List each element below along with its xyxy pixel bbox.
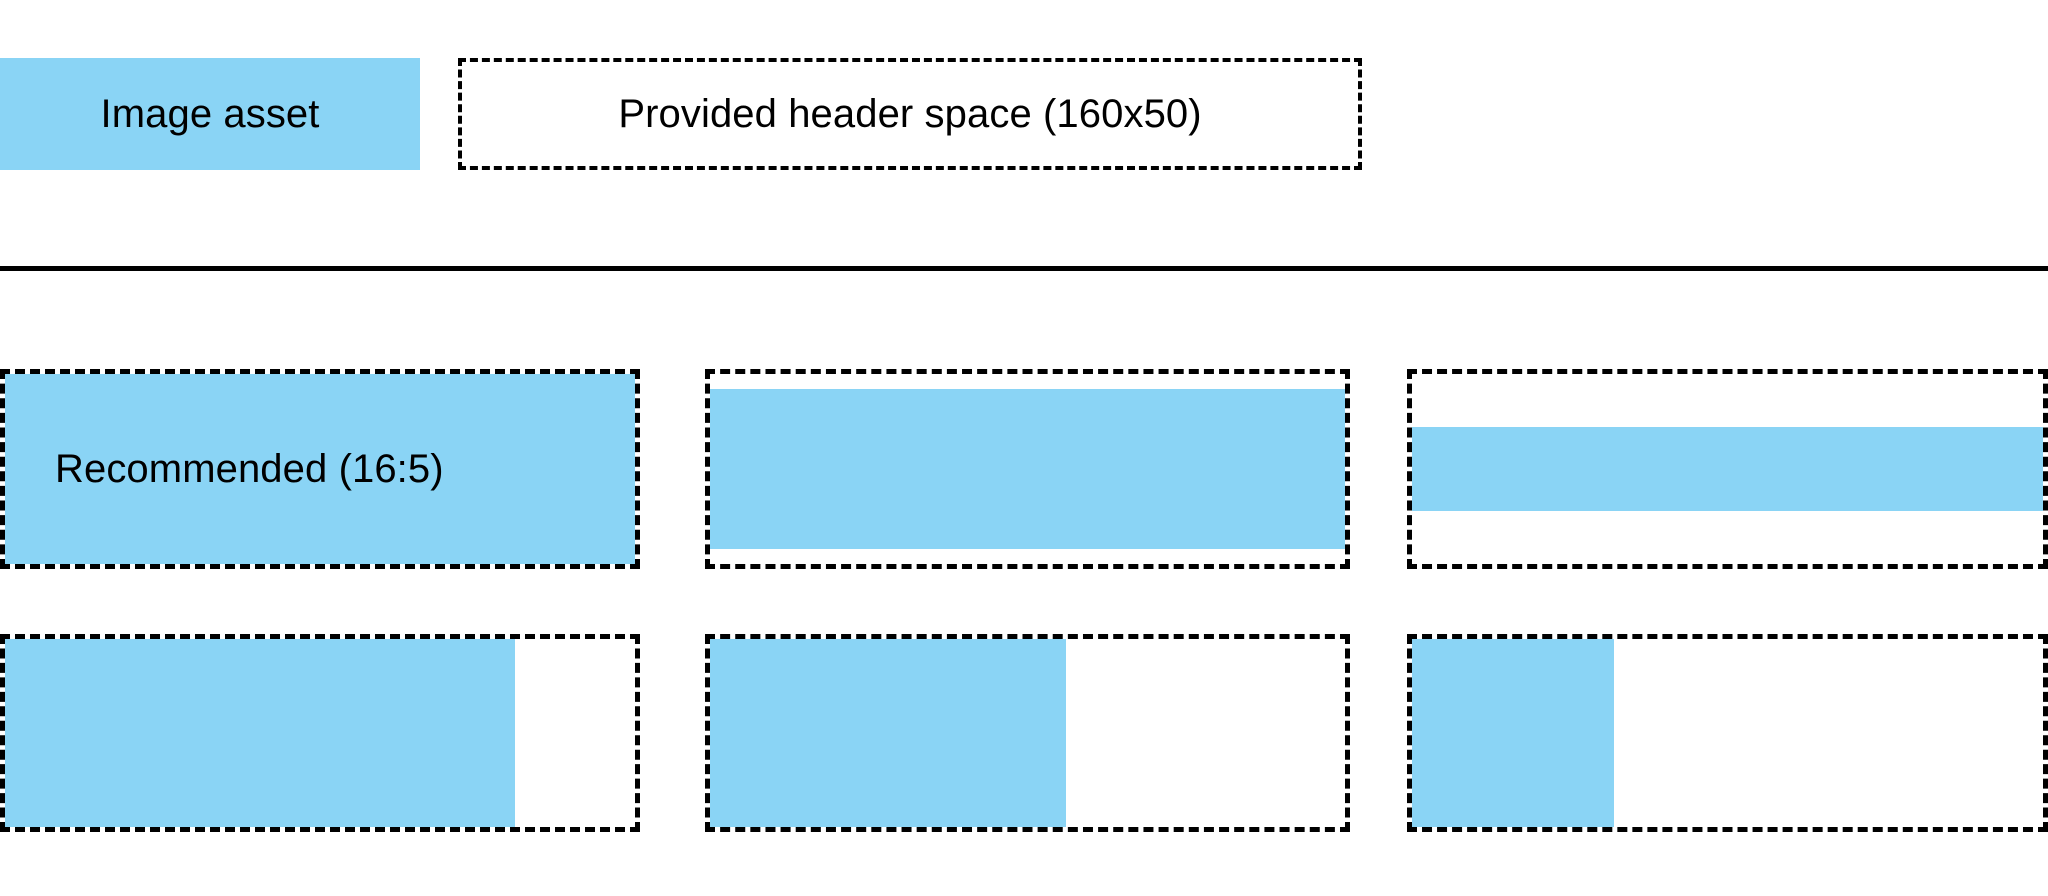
sample-fill: [5, 374, 635, 564]
sample-cell-taller-than-recommended: [705, 369, 1350, 569]
sample-fill: [5, 639, 516, 827]
sample-fill: [1412, 639, 1614, 827]
sample-fill: [710, 639, 1066, 827]
legend-row: Image asset Provided header space (160x5…: [0, 58, 2048, 170]
sample-row: [0, 634, 2048, 832]
section-divider: [0, 266, 2048, 271]
sample-fill: [710, 389, 1345, 549]
sample-grid: Recommended (16:5): [0, 369, 2048, 832]
legend-provided-header-space-label: Provided header space (160x50): [618, 92, 1202, 136]
sample-cell-medium-partial-fill: [705, 634, 1350, 832]
sample-fill: [1412, 427, 2043, 511]
sample-cell-narrow-partial-fill: [1407, 634, 2048, 832]
sample-caption-recommended: Recommended (16:5): [55, 447, 444, 491]
sample-row: Recommended (16:5): [0, 369, 2048, 569]
sample-cell-wide-partial-fill: [0, 634, 640, 832]
sample-cell-short-banner: [1407, 369, 2048, 569]
legend-image-asset-label: Image asset: [100, 92, 320, 136]
legend-provided-header-space-box: Provided header space (160x50): [458, 58, 1362, 170]
sample-cell-recommended-16-5: Recommended (16:5): [0, 369, 640, 569]
legend-image-asset-swatch: Image asset: [0, 58, 420, 170]
